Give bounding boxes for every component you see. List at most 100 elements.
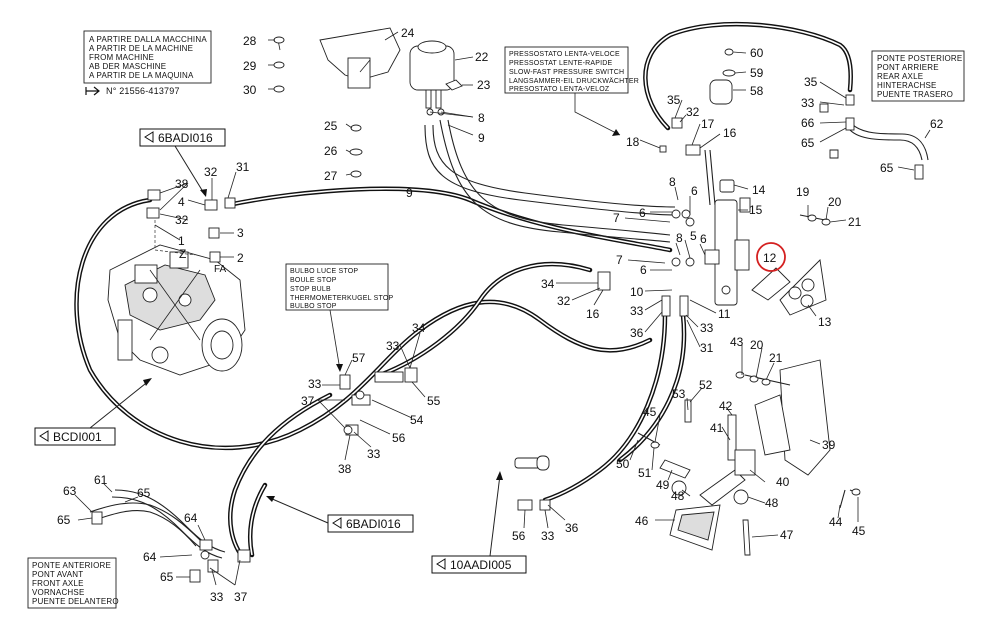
pump-mark-fa: FA: [214, 264, 227, 275]
callout: 38: [175, 177, 189, 191]
callout: 44: [829, 515, 843, 529]
reference-box[interactable]: 6BADI016: [266, 496, 414, 533]
callout: 4: [178, 195, 185, 209]
callout: 23: [477, 78, 491, 92]
callout: 35: [804, 75, 818, 89]
callout: 58: [750, 84, 764, 98]
callout: 33: [386, 339, 400, 353]
callout: 53: [672, 387, 686, 401]
callout-highlighted: 12: [763, 251, 777, 265]
callout: 6: [639, 206, 646, 220]
callout: 7: [616, 253, 623, 267]
highlight-circle: [756, 242, 786, 272]
callout: 32: [686, 105, 700, 119]
reference-code: 6BADI016: [158, 131, 213, 145]
note-stop-bulb-line: BULBO LUCE STOP: [290, 268, 358, 275]
callout: 49: [656, 478, 670, 492]
reference-box[interactable]: 6BADI016: [139, 128, 226, 197]
callout-labels: 28 29 30 24 22 23 25 26 27 8 9 9 18 35 3…: [57, 26, 944, 604]
callout: 56: [512, 529, 526, 543]
callout: 47: [780, 528, 794, 542]
callout: 31: [700, 341, 714, 355]
callout: 52: [699, 378, 713, 392]
note-box-stop-bulb: BULBO LUCE STOP BOULE STOP STOP BULB THE…: [285, 263, 393, 372]
callout: 6: [640, 263, 647, 277]
callout: 64: [184, 511, 198, 525]
small-hardware: [200, 103, 839, 560]
callout: 1: [178, 234, 185, 248]
callout: 30: [243, 83, 257, 97]
note-machine-line: AB DER MASCHINE: [89, 62, 166, 71]
note-machine-line: A PARTIR DE LA MAQUINA: [89, 71, 194, 80]
callout: 55: [427, 394, 441, 408]
reference-box[interactable]: 10AADI005: [431, 471, 527, 574]
callout: 62: [930, 117, 944, 131]
note-pressostat-line: PRESSOSTAT LENTE-RAPIDE: [509, 60, 613, 67]
note-pressostat-line: PRESSOSTATO LENTA-VELOCE: [509, 51, 620, 58]
fittings: [91, 48, 924, 583]
note-box-pressostat: PRESSOSTATO LENTA-VELOCE PRESSOSTAT LENT…: [504, 46, 639, 136]
callout: 32: [557, 294, 571, 308]
callout: 38: [338, 462, 352, 476]
callout: 40: [776, 475, 790, 489]
callout: 11: [718, 307, 731, 321]
callout: 20: [828, 195, 842, 209]
callout: 54: [410, 413, 424, 427]
callout: 59: [750, 66, 764, 80]
callout: 32: [204, 165, 218, 179]
reference-code: 6BADI016: [346, 517, 401, 531]
note-front-axle-line: PUENTE DELANTERO: [32, 597, 119, 606]
serial-number: N° 21556-413797: [106, 86, 180, 96]
callout: 3: [237, 226, 244, 240]
callout: 45: [852, 524, 866, 538]
callout: 27: [324, 169, 338, 183]
master-cylinder: [704, 179, 827, 316]
callout: 65: [137, 486, 151, 500]
callout: 46: [635, 514, 649, 528]
note-box-machine: A PARTIRE DALLA MACCHINA A PARTIR DE LA …: [83, 30, 212, 96]
callout: 33: [700, 321, 714, 335]
reference-code: 10AADI005: [450, 558, 512, 572]
callout: 21: [769, 351, 783, 365]
note-front-axle-line: VORNACHSE: [32, 588, 84, 597]
callout: 48: [765, 496, 779, 510]
callout: 33: [541, 529, 555, 543]
note-stop-bulb-line: BOULE STOP: [290, 277, 337, 284]
callout: 5: [690, 229, 697, 243]
callout: 8: [676, 231, 683, 245]
callout: 39: [822, 438, 836, 452]
note-front-axle-line: PONTE ANTERIORE: [32, 561, 111, 570]
callout: 65: [801, 136, 815, 150]
callout: 29: [243, 59, 257, 73]
note-stop-bulb-line: BULBO STOP: [290, 303, 337, 310]
callout: 9: [406, 186, 413, 200]
callout: 16: [723, 126, 737, 140]
note-box-rear-axle: PONTE POSTERIORE PONT ARRIERE REAR AXLE …: [871, 50, 965, 102]
callout: 56: [392, 431, 406, 445]
callout: 33: [210, 590, 224, 604]
callout: 61: [94, 473, 108, 487]
callout: 45: [643, 405, 657, 419]
note-rear-axle-line: REAR AXLE: [877, 72, 923, 81]
callout: 16: [586, 307, 600, 321]
callout: 33: [801, 96, 815, 110]
callout: 15: [749, 203, 763, 217]
callout: 8: [669, 175, 676, 189]
callout: 65: [57, 513, 71, 527]
callout: 48: [671, 489, 685, 503]
note-rear-axle-line: PUENTE TRASERO: [877, 90, 953, 99]
callout: 7: [613, 211, 620, 225]
callout: 60: [750, 46, 764, 60]
callout: 8: [478, 111, 485, 125]
callout: 14: [752, 183, 766, 197]
leader-lines: [74, 31, 931, 586]
callout: 42: [719, 399, 733, 413]
note-front-axle-line: PONT AVANT: [32, 570, 83, 579]
note-rear-axle-line: PONT ARRIERE: [877, 63, 939, 72]
callout: 41: [710, 421, 724, 435]
pump-mark-z: Z: [179, 247, 186, 261]
note-machine-line: A PARTIR DE LA MACHINE: [89, 44, 193, 53]
callout: 51: [638, 466, 652, 480]
reference-box[interactable]: BCDI001: [34, 378, 152, 446]
